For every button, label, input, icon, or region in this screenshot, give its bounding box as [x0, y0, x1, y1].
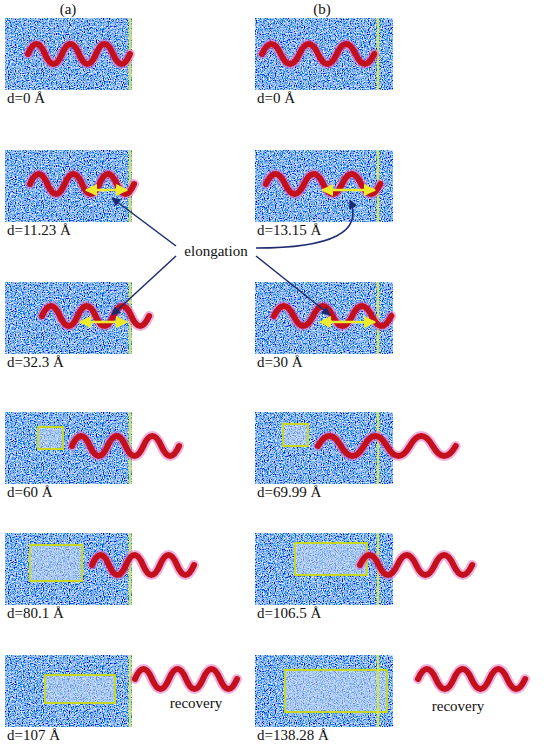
- displacement-label-holder: d=106.5 Å: [255, 604, 323, 622]
- elongation-arrow: [322, 189, 375, 192]
- elongation-arrow: [80, 321, 127, 324]
- water-box: [255, 412, 393, 484]
- void-region: [45, 675, 115, 703]
- snapshot-row: [5, 533, 472, 605]
- helix-chain: [72, 436, 179, 456]
- displacement-label-holder: d=60 Å: [5, 483, 55, 501]
- leader-arrow: [256, 200, 353, 248]
- elongation-arrow: [320, 321, 375, 324]
- displacement-label: d=138.28 Å: [255, 727, 331, 744]
- void-region: [30, 545, 82, 581]
- helix-chain: [28, 44, 130, 64]
- displacement-label: d=32.3 Å: [5, 354, 66, 371]
- boundary-line: [129, 655, 131, 727]
- helix-chain: [266, 174, 380, 194]
- displacement-label-holder: d=13.15 Å: [255, 221, 323, 239]
- snapshot-row: [5, 150, 393, 222]
- displacement-label-holder: d=0 Å: [5, 89, 47, 107]
- water-box: [255, 533, 393, 605]
- displacement-label: d=60 Å: [5, 484, 55, 501]
- panel-header-holder: (b): [311, 0, 333, 18]
- displacement-label-holder: d=107 Å: [5, 726, 62, 744]
- annotation-label-holder: recovery: [430, 697, 486, 715]
- annotation-label: recovery: [168, 695, 224, 712]
- leader-arrow: [112, 256, 176, 315]
- displacement-label: d=107 Å: [5, 727, 62, 744]
- helix-chain: [418, 669, 525, 689]
- panel-header: (b): [311, 1, 333, 18]
- annotation-label-holder: elongation: [182, 242, 249, 260]
- helix-chain: [42, 306, 149, 326]
- water-box: [5, 18, 132, 90]
- displacement-label-holder: d=0 Å: [255, 89, 297, 107]
- panel-header-holder: (a): [58, 0, 79, 18]
- leader-arrow: [256, 256, 330, 315]
- elongation-arrow: [86, 189, 127, 192]
- helix-chain: [360, 555, 472, 575]
- water-box: [5, 655, 132, 727]
- displacement-label: d=13.15 Å: [255, 222, 323, 239]
- displacement-label-holder: d=11.23 Å: [5, 221, 73, 239]
- snapshot-row: [5, 18, 393, 90]
- snapshot-row: [5, 412, 456, 484]
- void-region: [283, 424, 308, 446]
- displacement-label: d=0 Å: [5, 90, 47, 107]
- helix-chain: [274, 306, 391, 326]
- water-box: [255, 282, 393, 354]
- void-region: [38, 427, 63, 449]
- displacement-label: d=0 Å: [255, 90, 297, 107]
- displacement-label-holder: d=80.1 Å: [5, 604, 66, 622]
- displacement-label: d=80.1 Å: [5, 605, 66, 622]
- displacement-label-holder: d=138.28 Å: [255, 726, 331, 744]
- helix-chain: [135, 669, 237, 689]
- void-region: [285, 670, 387, 712]
- boundary-line: [377, 655, 379, 727]
- helix-chain: [92, 555, 194, 575]
- snapshot-row: [5, 655, 525, 727]
- displacement-label: d=11.23 Å: [5, 222, 73, 239]
- boundary-line: [377, 412, 379, 484]
- water-box: [255, 655, 393, 727]
- displacement-label: d=106.5 Å: [255, 605, 323, 622]
- annotation-label: recovery: [430, 698, 486, 715]
- displacement-label-holder: d=32.3 Å: [5, 353, 66, 371]
- water-box: [255, 150, 393, 222]
- void-region: [295, 543, 367, 575]
- displacement-label: d=69.99 Å: [255, 484, 323, 501]
- helix-chain: [318, 436, 456, 456]
- water-box: [255, 18, 393, 90]
- helix-chain: [30, 174, 134, 194]
- displacement-label: d=30 Å: [255, 354, 305, 371]
- snapshot-row: [5, 282, 393, 354]
- displacement-label-holder: d=69.99 Å: [255, 483, 323, 501]
- helix-chain: [262, 44, 374, 64]
- annotation-label: elongation: [182, 243, 249, 260]
- annotation-label-holder: recovery: [168, 694, 224, 712]
- panel-header: (a): [58, 1, 79, 18]
- displacement-label-holder: d=30 Å: [255, 353, 305, 371]
- leader-arrow: [112, 198, 176, 246]
